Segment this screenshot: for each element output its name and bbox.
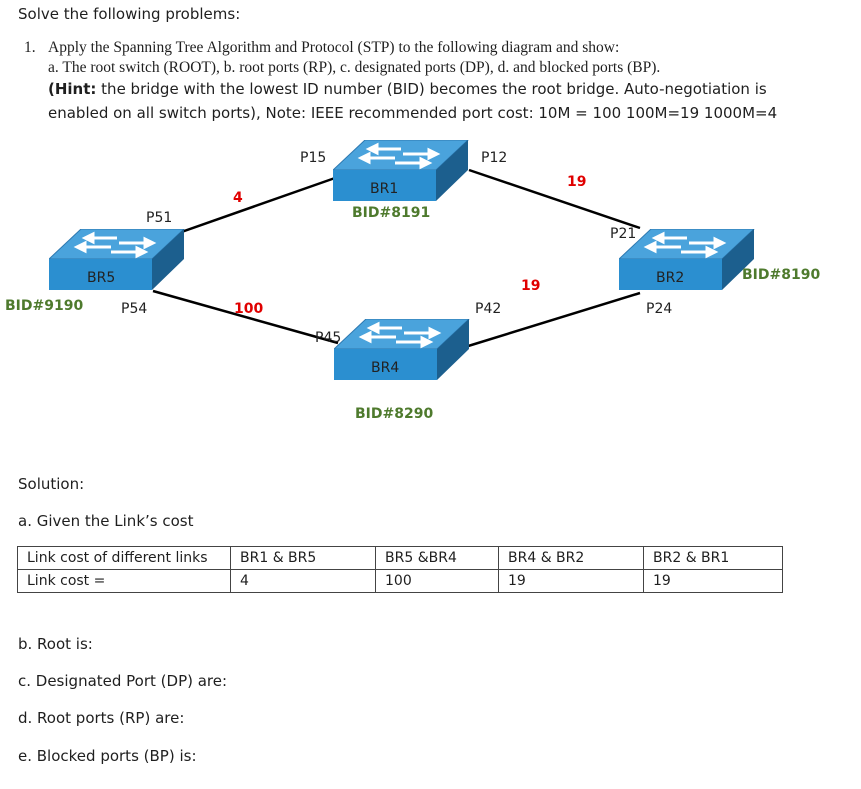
switch-br1-label: BR1	[370, 181, 399, 197]
question-number: 1.	[24, 39, 36, 56]
port-p24: P24	[646, 301, 673, 317]
question-line-1: Apply the Spanning Tree Algorithm and Pr…	[48, 39, 620, 56]
table-cell: 19	[643, 569, 783, 593]
hint-line-2: enabled on all switch ports), Note: IEEE…	[48, 104, 778, 122]
solution-heading: Solution:	[18, 475, 85, 493]
table-cell: 100	[375, 569, 499, 593]
port-p51: P51	[146, 210, 173, 226]
bid-br2: BID#8190	[742, 267, 821, 283]
topology-links	[152, 168, 641, 353]
port-p42: P42	[475, 301, 502, 317]
table-row: Link cost of different links BR1 & BR5 B…	[17, 546, 783, 570]
port-p45: P45	[315, 330, 342, 346]
switch-br2-label: BR2	[656, 270, 685, 286]
cost-br1-br5: 4	[233, 190, 243, 206]
hint-label: (Hint:	[48, 80, 97, 98]
solution-part-a: a. Given the Link’s cost	[18, 512, 194, 530]
solution-part-b: b. Root is:	[18, 635, 93, 653]
switch-br2-icon	[619, 229, 755, 290]
table-cell: 19	[498, 569, 644, 593]
switch-br4-label: BR4	[371, 360, 400, 376]
problem-title: Solve the following problems:	[18, 5, 241, 23]
cost-br5-br4: 100	[234, 301, 264, 317]
table-row: Link cost = 4 100 19 19	[17, 569, 783, 593]
table-cell: 4	[230, 569, 376, 593]
switch-br4-icon	[334, 319, 470, 380]
link-br5-br4	[152, 289, 339, 345]
table-cell: BR1 & BR5	[230, 546, 376, 570]
hint-text: the bridge with the lowest ID number (BI…	[96, 80, 767, 98]
bid-br5: BID#9190	[5, 298, 84, 314]
table-cell: BR2 & BR1	[643, 546, 783, 570]
switch-br1-icon	[333, 140, 469, 201]
link-br1-br2	[468, 168, 641, 230]
solution-part-c: c. Designated Port (DP) are:	[18, 672, 228, 690]
port-p15: P15	[300, 150, 327, 166]
bid-br1: BID#8191	[352, 205, 431, 221]
question-line-2: a. The root switch (ROOT), b. root ports…	[48, 59, 661, 76]
solution-part-d: d. Root ports (RP) are:	[18, 709, 185, 727]
hint-line-1: (Hint: the bridge with the lowest ID num…	[48, 80, 767, 98]
link-br4-br2	[451, 291, 641, 353]
table-cell: BR5 &BR4	[375, 546, 499, 570]
table-cell: BR4 & BR2	[498, 546, 644, 570]
switch-br5-icon	[49, 229, 185, 290]
table-cell: Link cost =	[17, 569, 231, 593]
port-p12: P12	[481, 150, 508, 166]
switch-br5-label: BR5	[87, 270, 116, 286]
bid-br4: BID#8290	[355, 406, 434, 422]
port-p54: P54	[121, 301, 148, 317]
link-cost-table: Link cost of different links BR1 & BR5 B…	[17, 546, 783, 593]
solution-part-e: e. Blocked ports (BP) is:	[18, 747, 197, 765]
cost-br1-br2: 19	[567, 174, 587, 190]
table-cell: Link cost of different links	[17, 546, 231, 570]
port-p21: P21	[610, 226, 637, 242]
cost-br4-br2: 19	[521, 278, 541, 294]
